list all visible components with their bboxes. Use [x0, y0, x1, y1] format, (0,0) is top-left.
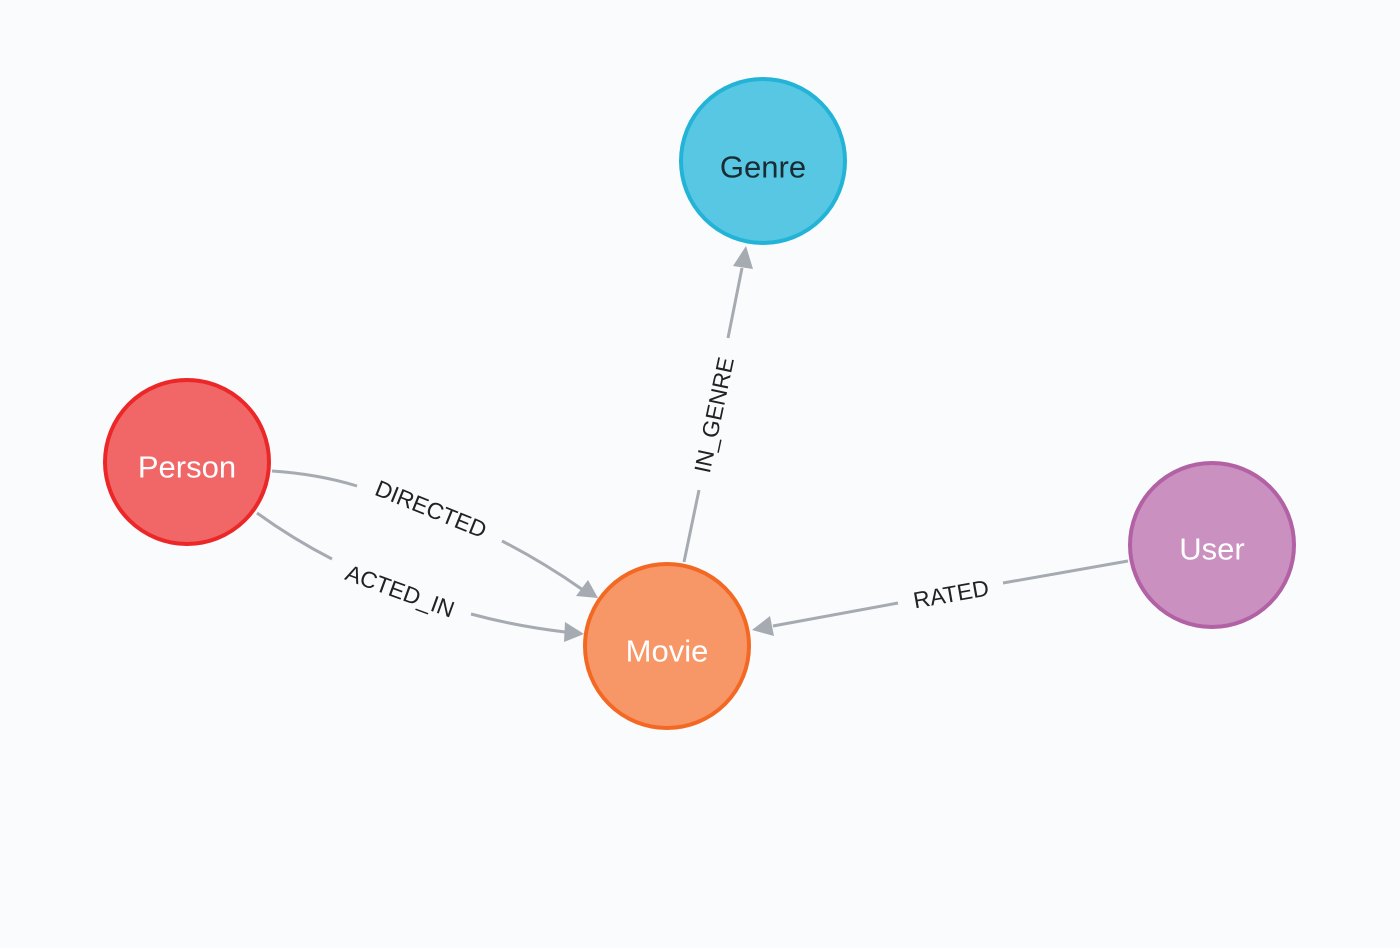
edge-in-genre-line-lower	[682, 489, 701, 563]
node-person[interactable]: Person	[103, 378, 271, 546]
edge-directed-label: DIRECTED	[372, 475, 491, 543]
edge-directed-line-start	[271, 469, 358, 488]
edge-directed[interactable]: DIRECTED	[271, 469, 598, 598]
edge-rated[interactable]: RATED	[752, 559, 1129, 636]
node-user[interactable]: User	[1128, 461, 1296, 629]
edge-rated-line-end	[772, 601, 899, 628]
edge-acted-in-label: ACTED_IN	[342, 559, 458, 622]
edge-rated-arrow	[752, 616, 774, 636]
edge-in-genre-label: IN_GENRE	[689, 355, 739, 475]
edge-rated-line-start	[1002, 559, 1129, 585]
node-movie-label: Movie	[626, 634, 709, 669]
edge-in-genre-line-upper	[726, 267, 744, 339]
edge-in-genre[interactable]: IN_GENRE	[682, 246, 753, 563]
node-genre-label: Genre	[720, 150, 806, 185]
edge-acted-in[interactable]: ACTED_IN	[256, 511, 584, 642]
node-genre-circle	[679, 77, 847, 245]
node-user-circle	[1128, 461, 1296, 629]
node-movie-circle	[583, 562, 751, 730]
edge-rated-label: RATED	[911, 575, 991, 614]
edge-in-genre-arrow	[733, 246, 753, 269]
edge-directed-line-end	[501, 539, 584, 592]
node-person-label: Person	[138, 450, 236, 485]
node-user-label: User	[1179, 532, 1244, 567]
node-person-circle	[103, 378, 271, 546]
edge-acted-in-line-start	[256, 511, 333, 561]
edge-acted-in-line-end	[470, 612, 566, 634]
node-genre[interactable]: Genre	[679, 77, 847, 245]
edge-directed-arrow	[576, 580, 598, 598]
edge-acted-in-arrow	[564, 622, 584, 642]
node-movie[interactable]: Movie	[583, 562, 751, 730]
